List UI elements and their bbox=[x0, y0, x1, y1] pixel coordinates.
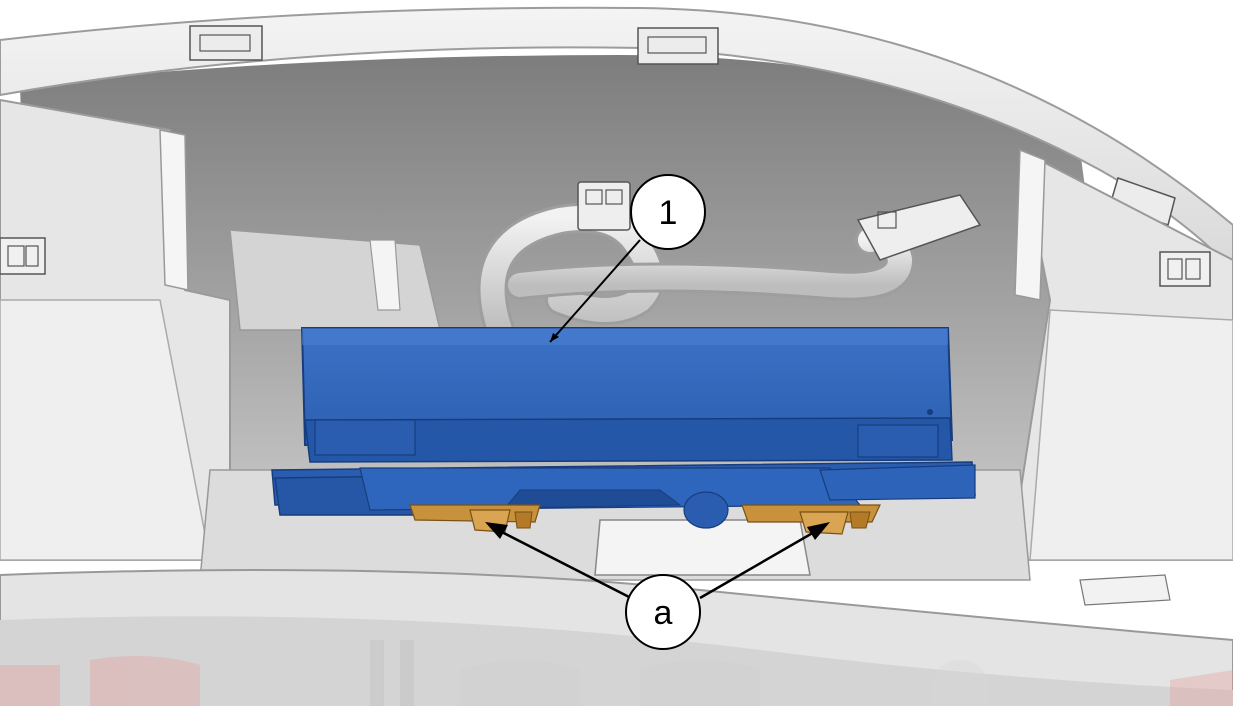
center-mount-tab bbox=[594, 519, 811, 576]
callout-a-leader-right bbox=[699, 522, 830, 600]
rim-clip-center bbox=[637, 27, 719, 65]
connector-right bbox=[856, 194, 982, 261]
module-base-plate bbox=[271, 461, 976, 529]
svg-text:1: 1 bbox=[659, 194, 678, 232]
foreground-clip bbox=[1079, 574, 1171, 606]
inner-bracket-left bbox=[229, 229, 441, 331]
callout-a-leader-left bbox=[485, 522, 636, 602]
dash-rim bbox=[0, 6, 1233, 272]
module-body bbox=[300, 327, 954, 463]
right-shell-tab bbox=[1014, 148, 1046, 301]
svg-text:a: a bbox=[654, 594, 673, 632]
right-lower-panel bbox=[1029, 309, 1233, 561]
foreground-dash-shadow bbox=[0, 616, 1233, 706]
left-clip bbox=[0, 237, 46, 275]
rim-clip-right bbox=[1109, 177, 1176, 226]
right-clip bbox=[1159, 251, 1211, 287]
callout-a: a bbox=[625, 574, 701, 650]
connector-left bbox=[577, 181, 631, 231]
callout-1-leader bbox=[549, 239, 641, 343]
wiring-harness bbox=[477, 203, 916, 345]
rim-clip-left bbox=[189, 25, 263, 61]
left-shell-tab bbox=[159, 129, 189, 291]
inner-bracket-tab bbox=[369, 239, 401, 311]
watermark-logo bbox=[0, 640, 1233, 706]
callout-1: 1 bbox=[630, 174, 706, 250]
